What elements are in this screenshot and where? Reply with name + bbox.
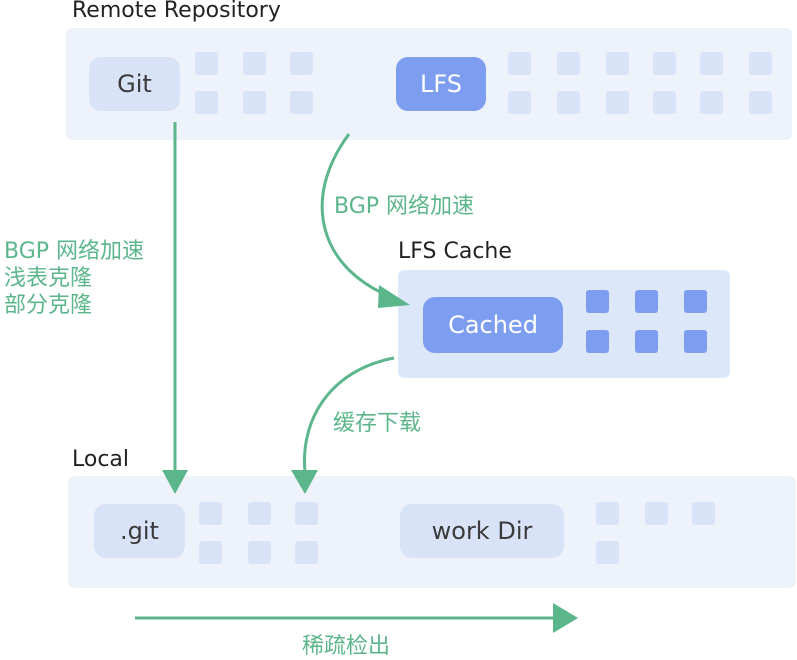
object-square bbox=[290, 52, 313, 75]
object-square bbox=[692, 502, 715, 525]
object-square bbox=[199, 502, 222, 525]
object-square bbox=[596, 541, 619, 564]
local-git-block: .git bbox=[94, 504, 185, 558]
object-square bbox=[586, 330, 609, 353]
git-clone-arrowhead bbox=[162, 470, 188, 494]
object-square bbox=[684, 290, 707, 313]
sparse-checkout-arrowhead bbox=[553, 603, 578, 633]
lfs-to-cache-annotation: BGP 网络加速 bbox=[334, 194, 475, 219]
object-square bbox=[596, 502, 619, 525]
local-title: Local bbox=[72, 447, 130, 472]
object-square bbox=[749, 91, 772, 114]
sparse-checkout-annotation: 稀疏检出 bbox=[302, 634, 391, 659]
annotation-shallow-clone: 浅表克隆 bbox=[4, 266, 93, 291]
object-square bbox=[684, 330, 707, 353]
arrow-lines bbox=[135, 122, 558, 620]
object-square bbox=[700, 91, 723, 114]
object-square bbox=[248, 502, 271, 525]
object-square bbox=[653, 52, 676, 75]
cache-to-local-arrow bbox=[302, 356, 395, 473]
object-square bbox=[243, 91, 266, 114]
cache-to-local-arrowhead bbox=[291, 470, 318, 494]
remote-repository-title: Remote Repository bbox=[72, 0, 281, 23]
object-square bbox=[195, 91, 218, 114]
object-square bbox=[295, 502, 318, 525]
remote-git-block: Git bbox=[89, 57, 180, 111]
object-square bbox=[635, 330, 658, 353]
cached-block: Cached bbox=[423, 297, 563, 353]
annotation-bgp: BGP 网络加速 bbox=[4, 239, 145, 264]
object-square bbox=[243, 52, 266, 75]
object-square bbox=[645, 502, 668, 525]
left-annotation: BGP 网络加速 浅表克隆 部分克隆 bbox=[4, 238, 144, 319]
object-square bbox=[606, 52, 629, 75]
object-square bbox=[290, 91, 313, 114]
object-square bbox=[199, 541, 222, 564]
remote-lfs-block: LFS bbox=[396, 57, 486, 111]
object-square bbox=[295, 541, 318, 564]
workdir-block: work Dir bbox=[400, 504, 564, 558]
object-square bbox=[606, 91, 629, 114]
object-square bbox=[700, 52, 723, 75]
object-square bbox=[586, 290, 609, 313]
object-square bbox=[508, 52, 531, 75]
lfs-to-cache-arrowhead bbox=[378, 285, 410, 308]
object-square bbox=[248, 541, 271, 564]
object-square bbox=[508, 91, 531, 114]
object-square bbox=[653, 91, 676, 114]
annotation-partial-clone: 部分克隆 bbox=[4, 293, 93, 318]
arrow-heads bbox=[162, 285, 578, 633]
lfs-cache-title: LFS Cache bbox=[398, 239, 512, 264]
object-square bbox=[195, 52, 218, 75]
object-square bbox=[635, 290, 658, 313]
object-square bbox=[557, 52, 580, 75]
lfs-to-cache-arrow bbox=[320, 133, 395, 300]
object-square bbox=[557, 91, 580, 114]
object-square bbox=[749, 52, 772, 75]
cache-to-local-annotation: 缓存下载 bbox=[333, 411, 422, 436]
